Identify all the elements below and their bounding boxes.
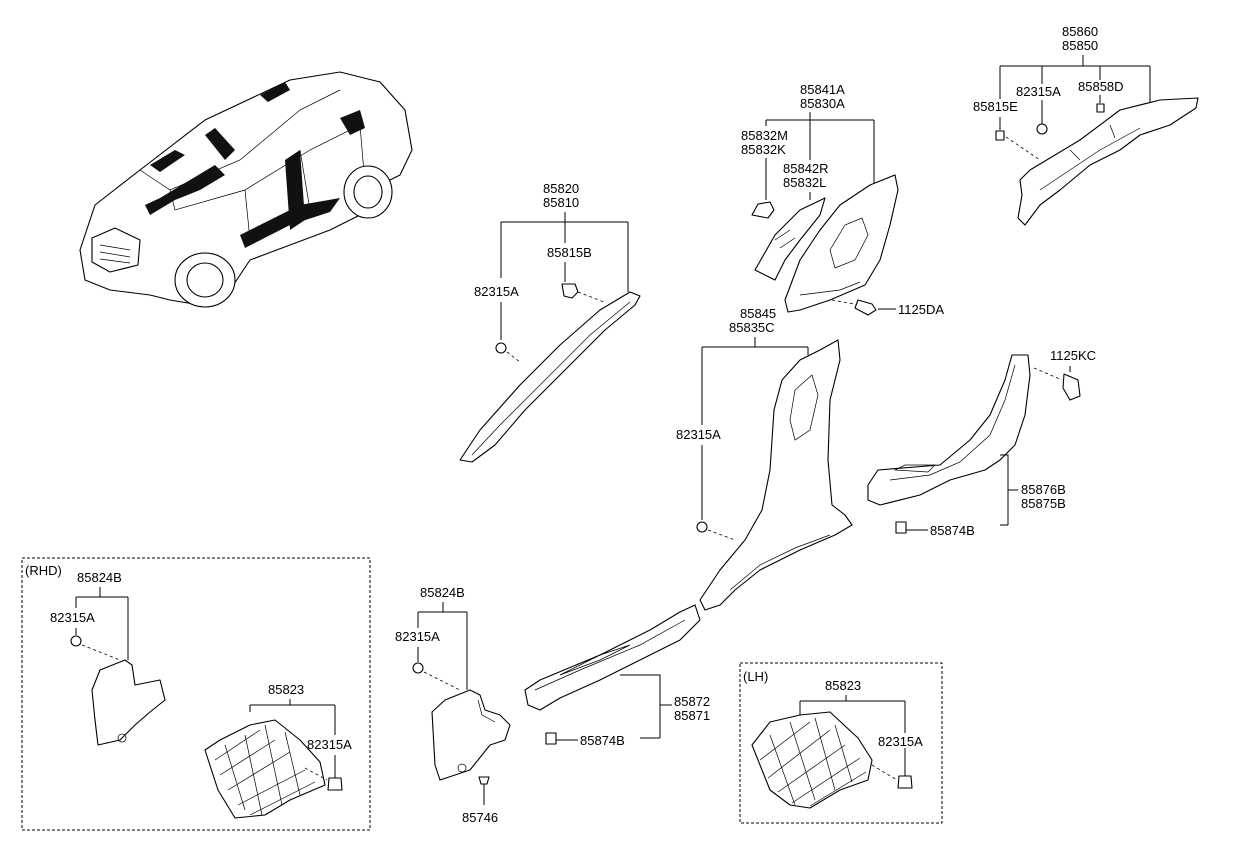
clip-85874B-c (545, 732, 557, 745)
nut-82315A-top (1036, 123, 1048, 135)
clip-85815E (995, 130, 1005, 141)
label-85746: 85746 (462, 810, 498, 825)
rhd-box: (RHD) 85824B 82315A 85823 82315A (21, 557, 371, 831)
nut-82315A-b (696, 521, 708, 533)
label-85874B-r: 85874B (930, 523, 975, 538)
part-85824B-rhd-kick (91, 659, 166, 746)
nut-82315A-rhd1 (70, 635, 82, 647)
label-85858D: 85858D (1078, 79, 1124, 94)
label-85824B-main: 85824B (420, 585, 465, 600)
part-85872-scuff (524, 604, 701, 711)
label-85874B-c: 85874B (580, 733, 625, 748)
part-85860-trim (1017, 97, 1199, 226)
label-1125KC: 1125KC (1050, 348, 1096, 363)
group-85876B: 1125KC 85876B 85875B 85874B (867, 348, 1096, 538)
clip-85815B (561, 283, 579, 299)
group-85841A: 85841A 85830A 85832M 85832K 85842R 85832… (741, 82, 944, 317)
label-85815B: 85815B (547, 245, 592, 260)
label-82315A-lh: 82315A (878, 734, 923, 749)
nut-82315A-main (412, 662, 424, 674)
nut-82315A-rhd2 (327, 777, 343, 791)
car-illustration (79, 71, 413, 308)
part-85823-lh-panel (751, 711, 873, 809)
clip-85874B-r (895, 521, 907, 534)
part-85845-trim (699, 339, 853, 611)
label-rhd: (RHD) (25, 563, 62, 578)
label-85823-lh: 85823 (825, 678, 861, 693)
label-85815E: 85815E (973, 99, 1018, 114)
group-85824B-main: 85824B 82315A 85746 (395, 585, 511, 825)
part-85820-trim (459, 291, 641, 463)
part-85823-rhd-panel (204, 719, 326, 819)
label-85820: 85820 (543, 181, 579, 196)
nut-82315A-lh (897, 775, 913, 789)
label-85823-rhd: 85823 (268, 682, 304, 697)
label-1125DA: 1125DA (898, 302, 944, 317)
group-85860: 85860 85850 85815E 82315A 85858D (973, 24, 1199, 226)
part-85832M-cap (751, 201, 775, 219)
group-85845: 85845 85835C 82315A (676, 306, 853, 611)
label-82315A-b: 82315A (676, 427, 721, 442)
label-82315A-top: 82315A (1016, 84, 1061, 99)
part-85824B-kick (431, 689, 511, 781)
label-85841A: 85841A (800, 82, 845, 97)
label-82315A-main: 82315A (395, 629, 440, 644)
lh-box: (LH) 85823 82315A (739, 662, 943, 824)
label-85830A: 85830A (800, 96, 845, 111)
label-82315A-rhd2: 82315A (307, 737, 352, 752)
label-85845: 85845 (740, 306, 776, 321)
clip-85858D (1096, 103, 1105, 113)
label-82315A-a: 82315A (474, 284, 519, 299)
label-85824B-rhd: 85824B (77, 570, 122, 585)
part-85876B-trim (867, 354, 1031, 506)
screw-1125DA (854, 299, 877, 316)
label-85876B: 85876B (1021, 482, 1066, 497)
label-85810: 85810 (543, 195, 579, 210)
label-82315A-rhd1: 82315A (50, 610, 95, 625)
label-85835C: 85835C (729, 320, 775, 335)
group-85872: 85872 85871 85874B (524, 604, 710, 748)
nut-82315A-a (495, 342, 507, 354)
label-lh: (LH) (743, 669, 768, 684)
label-85872: 85872 (674, 694, 710, 709)
label-85842R: 85842R (783, 161, 829, 176)
group-85820: 85820 85810 85815B 82315A (459, 181, 641, 463)
part-85841A-trim (784, 174, 899, 313)
part-85842R-trim (754, 197, 826, 281)
label-85832K: 85832K (741, 142, 786, 157)
label-85850: 85850 (1062, 38, 1098, 53)
label-85860: 85860 (1062, 24, 1098, 39)
screw-1125KC (1062, 373, 1081, 401)
label-85832M: 85832M (741, 128, 788, 143)
label-85875B: 85875B (1021, 496, 1066, 511)
label-85871: 85871 (674, 708, 710, 723)
screw-85746 (478, 776, 490, 785)
label-85832L: 85832L (783, 175, 826, 190)
